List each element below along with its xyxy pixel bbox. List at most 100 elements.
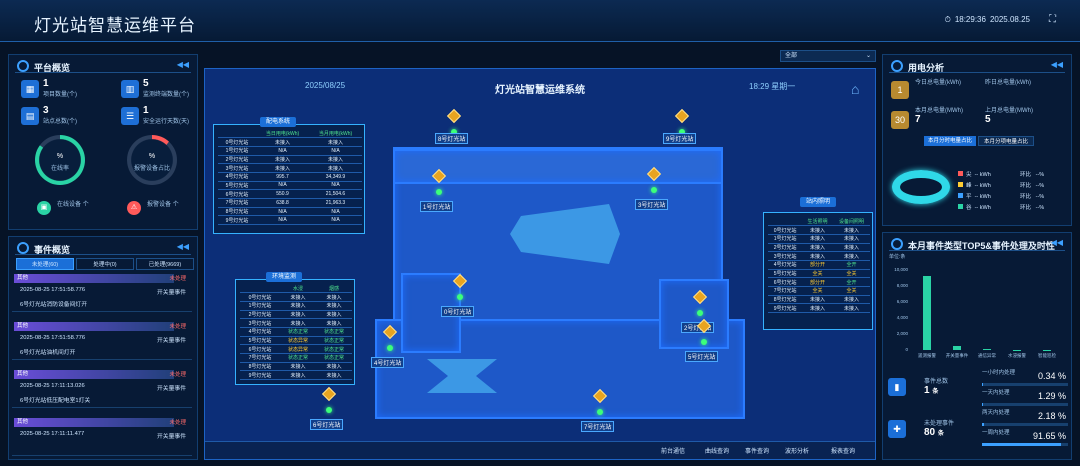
event-item[interactable]: 其他 未处理 2025-08-25 17:11:11.477 开关量事件	[12, 418, 192, 456]
table-row: 0号灯光站未接入未接入	[768, 225, 870, 235]
legend-item: 尖 -- kWh	[958, 170, 991, 178]
table-cell: 1号灯光站	[768, 234, 803, 244]
status-dot	[326, 407, 332, 413]
meter-yesterday: 昨日总电量(kWh)	[985, 80, 1031, 86]
bar[interactable]	[1043, 349, 1051, 351]
toolbar-item[interactable]: 事件查询	[745, 449, 770, 455]
table-row: 3号灯光站未接入未接入	[218, 163, 362, 173]
station-marker[interactable]	[692, 289, 708, 316]
station-marker[interactable]	[382, 324, 398, 351]
station-marker[interactable]	[446, 108, 462, 135]
station-marker[interactable]	[674, 108, 690, 135]
table-cell: N/A	[256, 215, 309, 226]
map-view: 2025/08/25 灯光站智慧运维系统 18:29 星期一 ⌂ 配电系统 当日…	[204, 68, 876, 460]
lighthouse-icon	[321, 386, 337, 402]
clock-date: 2025.08.25	[989, 15, 1030, 24]
table-cell: 4号灯光站	[240, 327, 281, 337]
station-label[interactable]: 4号灯光站	[371, 357, 405, 368]
timeliness-bar	[982, 423, 1068, 426]
legend-ratio: 环比 --%	[1020, 183, 1045, 189]
table-header-cell: 烟感	[316, 284, 352, 294]
terminal-icon: ▥	[121, 80, 139, 98]
event-desc: 6号灯光站油机间灯开	[20, 350, 76, 356]
event-item[interactable]: 其他 未处理 2025-08-25 17:11:13.026 开关量事件 6号灯…	[12, 370, 192, 408]
fullscreen-icon[interactable]: ⛶	[1049, 14, 1056, 25]
table-row: 1号灯光站未接入未接入	[768, 234, 870, 244]
table-cell: 未接入	[316, 370, 352, 381]
station-label[interactable]: 3号灯光站	[635, 199, 669, 210]
bar[interactable]	[983, 349, 991, 351]
collapse-icon[interactable]: ◀◀	[176, 60, 189, 69]
tab-processing[interactable]: 处理中(0)	[76, 258, 134, 270]
events-title: 事件概览	[17, 242, 70, 256]
tab-processed[interactable]: 已处理(9669)	[136, 258, 194, 270]
station-marker[interactable]	[321, 386, 337, 413]
bar[interactable]	[923, 276, 931, 350]
toolbar-item[interactable]: 波形分析	[785, 449, 810, 455]
station-label[interactable]: 7号灯光站	[581, 421, 615, 432]
home-icon[interactable]: ⌂	[851, 81, 860, 97]
tab-time-ratio[interactable]: 本月分时电量占比	[924, 136, 976, 146]
event-item[interactable]: 其他 未处理 2025-08-25 17:51:58.776 开关量事件 6号灯…	[12, 274, 192, 312]
legend-item: 峰 -- kWh	[958, 181, 991, 189]
meter-last-month: 上月总电量(MWh)5	[985, 108, 1033, 125]
lighthouse-icon	[382, 324, 398, 340]
table-cell: 状态正常	[316, 327, 352, 337]
table-cell: 1号灯光站	[218, 146, 256, 156]
table-cell: 21,963.3	[308, 198, 362, 208]
legend-item: 平 -- kWh	[958, 192, 991, 200]
station-label[interactable]: 8号灯光站	[435, 133, 469, 144]
table-cell: 995.7	[256, 172, 309, 182]
tab-unprocessed[interactable]: 未处理(60)	[16, 258, 74, 270]
table-cell: 2号灯光站	[218, 155, 256, 165]
toolbar-item[interactable]: 报表查询	[831, 449, 856, 455]
power-donut	[892, 170, 950, 204]
station-label[interactable]: 5号灯光站	[685, 351, 719, 362]
table-cell: 未接入	[308, 163, 362, 173]
lighthouse-icon	[431, 168, 447, 184]
top5-title: 本月事件类型TOP5&事件处理及时性	[891, 238, 1055, 252]
site-select[interactable]: 全部⌄	[780, 50, 876, 62]
station-marker[interactable]	[646, 166, 662, 193]
station-marker[interactable]	[592, 388, 608, 415]
table-header: 生活照明设备间照明	[768, 217, 870, 227]
clock-time: 18:29:36	[954, 15, 986, 24]
tab-item-ratio[interactable]: 本月分项电量占比	[978, 136, 1034, 146]
table-cell: N/A	[256, 207, 309, 217]
table-cell: 状态正常	[316, 353, 352, 363]
event-type: 开关量事件	[157, 290, 186, 296]
bar[interactable]	[1013, 349, 1021, 351]
table-row: 9号灯光站未接入未接入	[240, 370, 352, 381]
toolbar-item[interactable]: 前台通信	[661, 449, 686, 455]
table-cell: 状态异常	[280, 336, 317, 346]
toolbar-item[interactable]: 曲线查询	[705, 449, 730, 455]
bar[interactable]	[953, 346, 961, 350]
station-label[interactable]: 9号灯光站	[663, 133, 697, 144]
station-marker[interactable]	[452, 273, 468, 300]
station-marker[interactable]	[696, 318, 712, 345]
legend-ratio: 环比 --%	[1020, 205, 1045, 211]
timeliness-fill	[982, 443, 1061, 446]
timeliness-bar	[982, 443, 1068, 446]
collapse-icon[interactable]: ◀◀	[1050, 238, 1063, 247]
collapse-icon[interactable]: ◀◀	[176, 242, 189, 251]
station-label[interactable]: 0号灯光站	[441, 306, 475, 317]
station-marker[interactable]	[431, 168, 447, 195]
timeliness-label: 一小时内处理	[982, 370, 1016, 376]
station-label[interactable]: 6号灯光站	[310, 419, 344, 430]
table-cell: 状态正常	[280, 327, 317, 337]
status-dot	[436, 189, 442, 195]
event-item[interactable]: 其他 未处理 2025-08-25 17:51:58.776 开关量事件 6号灯…	[12, 322, 192, 360]
event-time: 2025-08-25 17:11:13.026	[20, 383, 85, 389]
collapse-icon[interactable]: ◀◀	[1050, 60, 1063, 69]
station-label[interactable]: 1号灯光站	[420, 201, 454, 212]
legend-item: 谷 -- kWh	[958, 203, 991, 211]
table-cell: N/A	[256, 146, 309, 156]
table-header: 水浸烟感	[240, 284, 352, 294]
